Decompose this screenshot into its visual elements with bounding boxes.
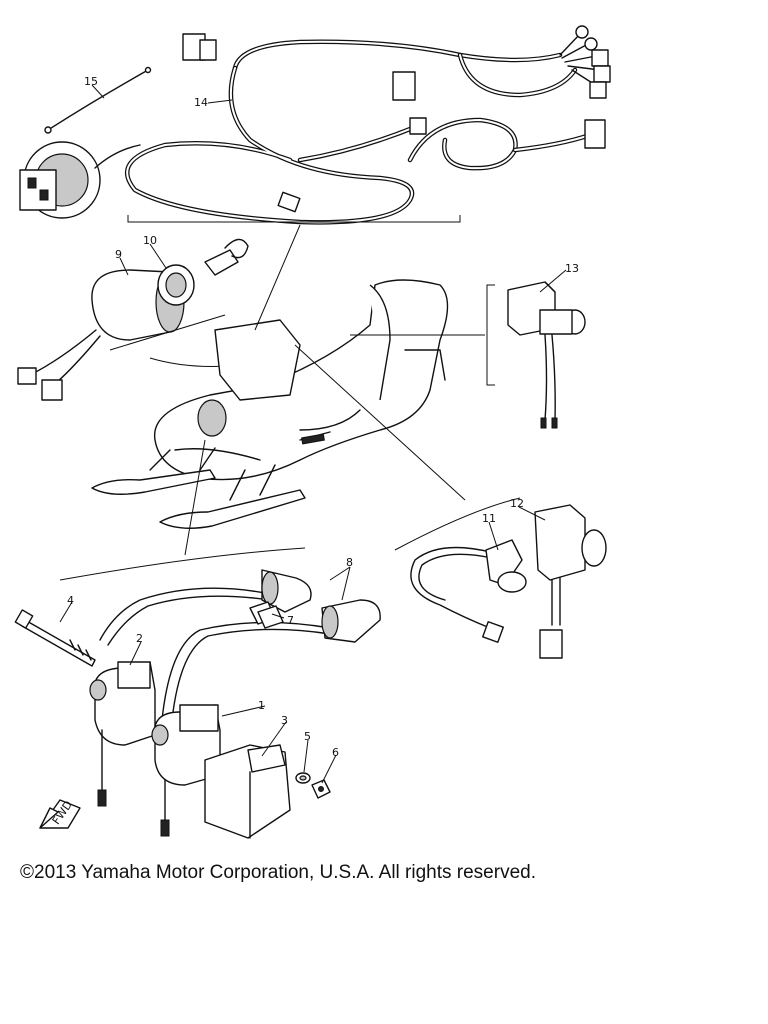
leader-line-handlebar-switches xyxy=(294,344,466,501)
callout-8: 8 xyxy=(346,556,353,569)
callout-1: 1 xyxy=(258,699,265,712)
snowmobile-body xyxy=(153,279,449,481)
callout-2: 2 xyxy=(136,632,143,645)
part-2-ignition-coil xyxy=(89,661,156,807)
callout-3: 3 xyxy=(281,714,288,727)
callout-4: 4 xyxy=(67,594,74,607)
callout-numbers: 1 2 3 4 5 6 7 8 9 10 11 12 13 14 15 xyxy=(67,75,579,759)
forward-direction-arrow: FWD xyxy=(39,798,81,829)
part-8-plug-caps xyxy=(99,569,381,721)
part-3-cdi-unit xyxy=(204,744,291,839)
part-5-washer xyxy=(295,772,311,784)
callout-15: 15 xyxy=(84,75,98,88)
part-15-sensor-lead xyxy=(44,66,152,134)
leader-line-switch xyxy=(109,314,226,351)
callout-14: 14 xyxy=(194,96,208,109)
ignition-group-bracket xyxy=(59,547,306,581)
callout-9: 9 xyxy=(115,248,122,261)
snowmobile-skis xyxy=(91,447,306,529)
callout-6: 6 xyxy=(332,746,339,759)
callout-7: 7 xyxy=(287,614,294,627)
part-14-wire-harness xyxy=(124,25,611,225)
part-4-bolt xyxy=(14,609,96,667)
copyright-notice: ©2013 Yamaha Motor Corporation, U.S.A. A… xyxy=(20,862,536,883)
harness-group-bracket xyxy=(127,215,461,223)
callout-12: 12 xyxy=(510,497,524,510)
part-6-nut xyxy=(311,779,331,799)
part-7-clip xyxy=(249,601,284,629)
leader-line-harness xyxy=(254,224,301,331)
part-1-ignition-coil xyxy=(151,704,221,837)
callout-5: 5 xyxy=(304,730,311,743)
part-11-switch-assembly xyxy=(410,539,527,643)
harness-plug-cluster xyxy=(559,25,611,99)
ignition-main-switch xyxy=(19,141,141,219)
part-13-bracket xyxy=(486,284,495,386)
handlebar-group-bracket xyxy=(394,497,521,551)
callout-13: 13 xyxy=(565,262,579,275)
part-13-handlebar-switch xyxy=(507,281,586,429)
callout-leaders xyxy=(59,84,567,784)
callout-11: 11 xyxy=(482,512,496,525)
callout-10: 10 xyxy=(143,234,157,247)
part-12-handlebar-switch xyxy=(534,504,607,659)
part-10-switch-ring-and-key xyxy=(157,238,249,306)
leader-line-ignition xyxy=(184,439,206,556)
